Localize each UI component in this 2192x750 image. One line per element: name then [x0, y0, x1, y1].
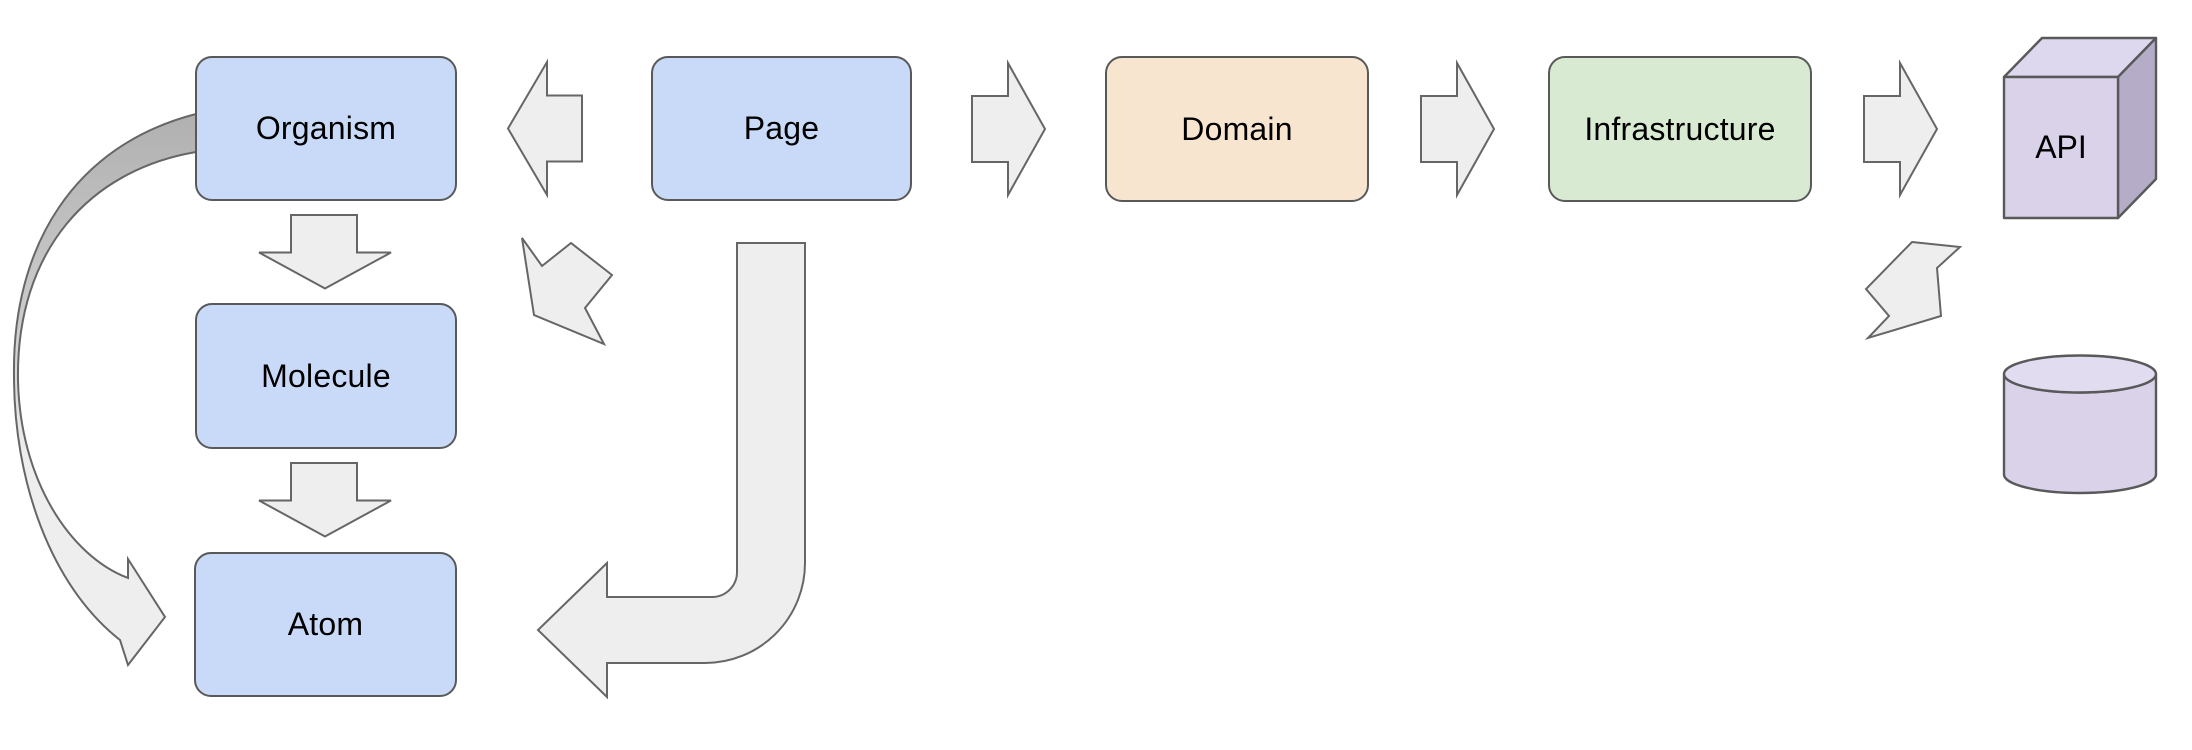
- node-atom-label: Atom: [287, 606, 364, 642]
- node-domain: Domain: [1105, 56, 1369, 202]
- node-domain-label: Domain: [1181, 110, 1293, 147]
- api-cube: [2002, 36, 2158, 220]
- arrow-organism-to-molecule: [258, 214, 392, 290]
- node-molecule-label: Molecule: [261, 357, 391, 394]
- node-infrastructure-label: Infrastructure: [1584, 110, 1776, 147]
- arrow-domain-to-infrastructure: [1420, 59, 1496, 199]
- bent-arrow-page-to-molecule: [521, 237, 614, 346]
- node-atom: Atom: [194, 552, 457, 697]
- arrow-molecule-to-atom: [258, 462, 392, 538]
- database-cylinder-top: [2002, 354, 2158, 394]
- curved-arrow-organism-to-atom: [12, 112, 197, 668]
- arrow-infrastructure-to-api: [1863, 59, 1939, 199]
- node-page-label: Page: [743, 110, 820, 146]
- node-page: Page: [651, 56, 912, 201]
- node-molecule: Molecule: [195, 303, 457, 449]
- j-arrow-page-to-atom: [536, 242, 806, 700]
- node-api-label: API: [2035, 129, 2087, 165]
- api-cube-front-face: [2002, 75, 2120, 220]
- bent-arrow-api-to-database: [1864, 240, 1963, 341]
- arrow-page-to-organism: [506, 58, 583, 199]
- database-cylinder: [2002, 354, 2158, 495]
- node-infrastructure: Infrastructure: [1548, 56, 1812, 202]
- arrow-page-to-domain: [971, 59, 1047, 199]
- node-organism: Organism: [195, 56, 457, 201]
- node-organism-label: Organism: [255, 110, 397, 146]
